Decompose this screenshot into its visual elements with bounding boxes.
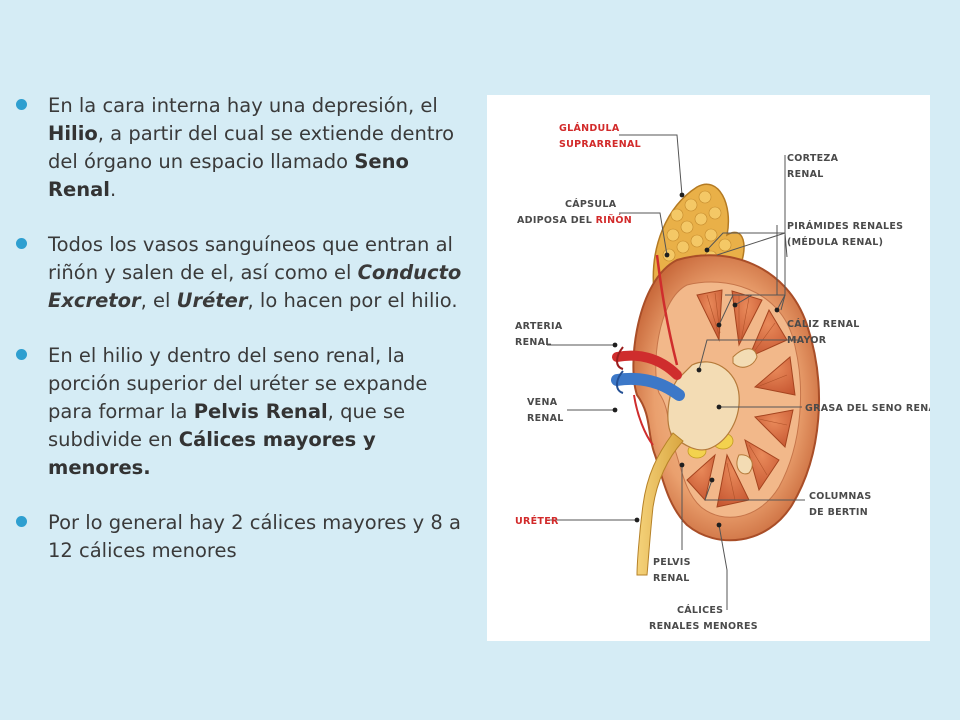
kidney-diagram: GLÁNDULA SUPRARRENAL CÁPSULA ADIPOSA DEL… <box>487 95 930 641</box>
label-arteria-1: ARTERIA <box>515 321 563 332</box>
label-piramides-1: PIRÁMIDES RENALES <box>787 220 903 232</box>
bullet-text-segment: Cálices mayores y menores. <box>48 428 376 479</box>
ureter <box>636 432 684 576</box>
bullet-text-segment: . <box>109 178 117 201</box>
renal-pelvis <box>667 361 740 451</box>
label-corteza-2: RENAL <box>787 169 824 180</box>
bullet-dot <box>16 349 27 360</box>
bullet-text-segment: , lo hacen por el hilio. <box>247 289 458 312</box>
bullet-text-segment: En el hilio y dentro del seno renal, la … <box>48 344 428 423</box>
label-columnas-1: COLUMNAS <box>809 491 871 502</box>
kidney-illustration: GLÁNDULA SUPRARRENAL CÁPSULA ADIPOSA DEL… <box>515 122 930 632</box>
bullet-calices: Por lo general hay 2 cálices mayores y 8… <box>16 509 464 565</box>
bullet-pelvis: En el hilio y dentro del seno renal, la … <box>16 342 464 482</box>
bullet-vasos: Todos los vasos sanguíneos que entran al… <box>16 231 464 315</box>
renal-artery <box>612 350 682 380</box>
label-ureter: URÉTER <box>515 515 559 527</box>
bullet-text-segment: Seno Renal <box>48 150 409 201</box>
leader-lines <box>547 134 805 610</box>
bullet-hilio: En la cara interna hay una depresión, el… <box>16 92 464 204</box>
bullet-text-segment: Conducto Excretor <box>48 261 462 312</box>
bullet-text-segment: Por lo general hay 2 cálices mayores y 8… <box>48 511 461 562</box>
bullet-dot <box>16 238 27 249</box>
label-grasa: GRASA DEL SENO RENAL <box>805 403 930 414</box>
label-glandula-1: GLÁNDULA <box>559 122 620 134</box>
bullet-text-segment: , el <box>140 289 177 312</box>
label-calices-1: CÁLICES <box>677 604 723 616</box>
bullet-text-segment: En la cara interna hay una depresión, el <box>48 94 438 117</box>
label-arteria-2: RENAL <box>515 337 552 348</box>
bullet-text-segment: , a partir del cual se extiende dentro d… <box>48 122 455 173</box>
bullet-text-segment: Todos los vasos sanguíneos que entran al… <box>48 233 453 284</box>
bullet-dot <box>16 516 27 527</box>
label-caliz-2: MAYOR <box>787 335 827 346</box>
label-vena-1: VENA <box>527 397 558 408</box>
minor-calyx <box>732 348 758 368</box>
label-vena-2: RENAL <box>527 413 564 424</box>
label-capsula-1: CÁPSULA <box>565 198 617 210</box>
renal-vein <box>611 372 685 401</box>
label-piramides-2: (MÉDULA RENAL) <box>787 236 883 248</box>
minor-calyx <box>736 454 753 475</box>
bullet-text-segment: Pelvis Renal <box>193 400 328 423</box>
bullet-list: En la cara interna hay una depresión, el… <box>16 92 464 592</box>
label-caliz-1: CÁLIZ RENAL <box>787 318 860 330</box>
bullet-text-segment: Uréter <box>176 289 248 312</box>
label-corteza-1: CORTEZA <box>787 153 839 164</box>
label-columnas-2: DE BERTIN <box>809 507 868 518</box>
bullet-dot <box>16 99 27 110</box>
leader-dots <box>612 192 780 528</box>
bullet-text-segment: , que se subdivide en <box>48 400 406 451</box>
label-pelvis-1: PELVIS <box>653 557 691 568</box>
label-pelvis-2: RENAL <box>653 573 690 584</box>
label-glandula-2: SUPRARRENAL <box>559 139 641 150</box>
label-capsula-2: ADIPOSA DEL RIÑÓN <box>517 214 632 226</box>
label-calices-2: RENALES MENORES <box>649 621 758 632</box>
bullet-text-segment: Hilio <box>48 122 98 145</box>
